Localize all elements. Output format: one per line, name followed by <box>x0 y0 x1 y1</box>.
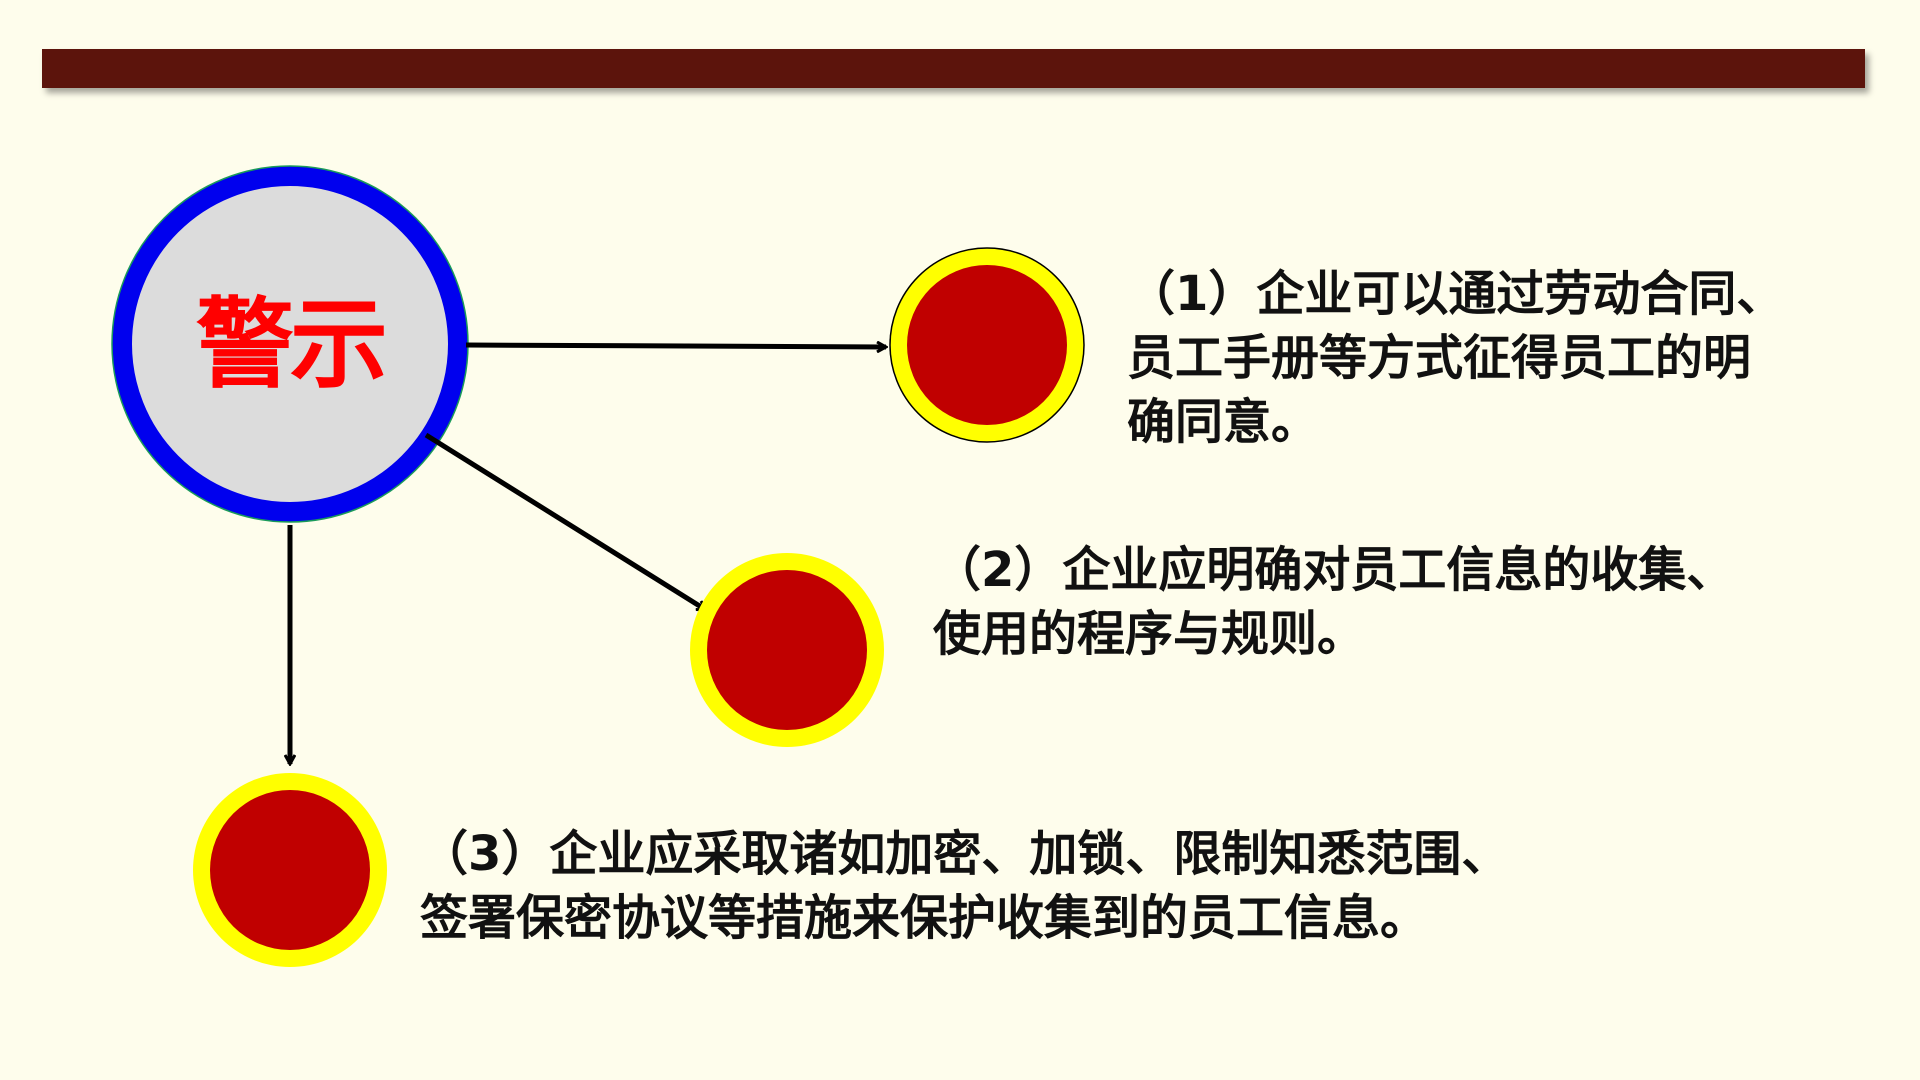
item-3-line-2: 签署保密协议等措施来保护收集到的员工信息。 <box>420 890 1429 946</box>
node-1 <box>889 247 1085 443</box>
arrow-to-item-1 <box>465 345 886 347</box>
item-1-line-1: （1）企业可以通过劳动合同、 <box>1127 266 1785 322</box>
item-3-text: （3）企业应采取诸如加密、加锁、限制知悉范围、 签署保密协议等措施来保护收集到的… <box>420 822 1509 950</box>
item-2-text: （2）企业应明确对员工信息的收集、 使用的程序与规则。 <box>933 538 1734 666</box>
item-1-text: （1）企业可以通过劳动合同、 员工手册等方式征得员工的明 确同意。 <box>1127 262 1784 454</box>
item-3-line-1: （3）企业应采取诸如加密、加锁、限制知悉范围、 <box>420 826 1510 882</box>
item-2-line-2: 使用的程序与规则。 <box>933 606 1366 662</box>
node-3 <box>193 773 387 967</box>
hub-circle <box>112 166 468 522</box>
item-1-line-3: 确同意。 <box>1127 394 1320 450</box>
header-bar <box>42 49 1865 88</box>
hub-label: 警示 <box>195 288 388 402</box>
item-2-line-1: （2）企业应明确对员工信息的收集、 <box>933 542 1735 598</box>
arrow-to-item-2 <box>424 432 706 613</box>
node-2 <box>690 553 884 747</box>
item-1-line-2: 员工手册等方式征得员工的明 <box>1127 330 1752 386</box>
